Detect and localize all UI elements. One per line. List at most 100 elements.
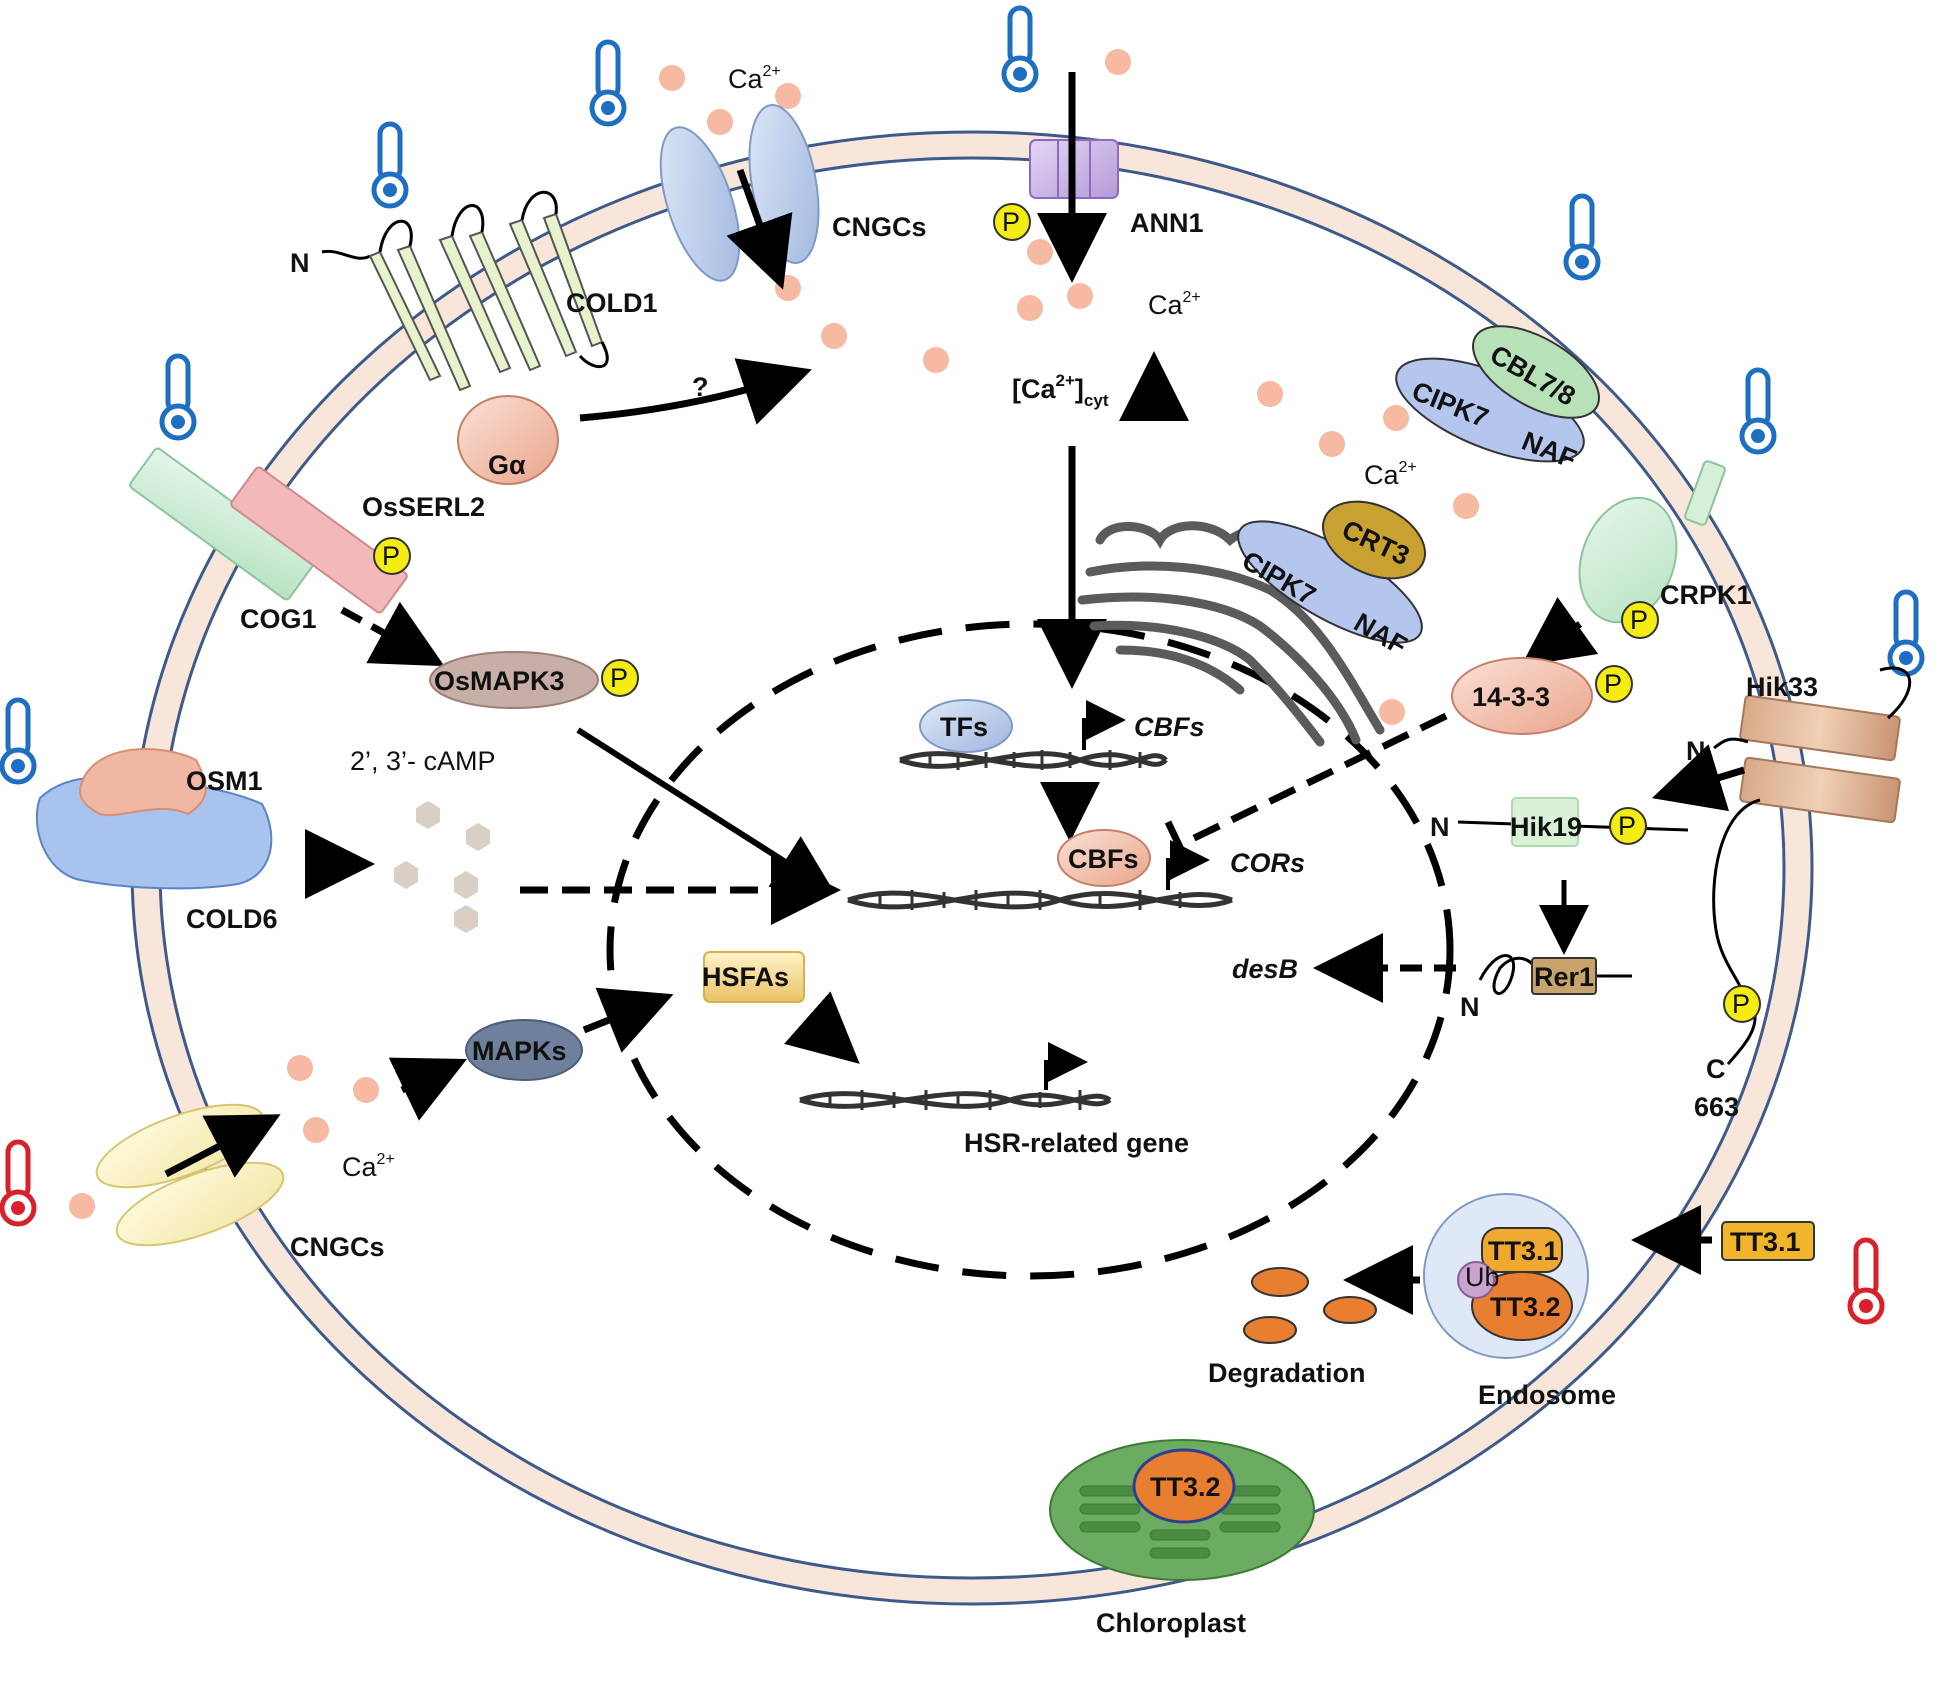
rer1-protein: Rer1 <box>1478 954 1632 995</box>
thermometer-cold-icon <box>589 39 627 127</box>
hik19-protein: Hik19 <box>1457 797 1689 847</box>
ubiquitin-tag: Ub <box>1457 1261 1500 1299</box>
ca-label-top: Ca2+ <box>728 63 781 94</box>
arrow-hsfas-to-gene <box>784 991 860 1064</box>
ca-cyt-label: [Ca2+]cyt <box>1012 351 1189 421</box>
cors-gene-label: CORs <box>1230 848 1305 878</box>
osserl2-label: OsSERL2 <box>362 492 485 522</box>
thermometer-cold-icon <box>0 697 37 785</box>
endosome-label: Endosome <box>1478 1380 1616 1410</box>
camp-label: 2’, 3’- cAMP <box>350 746 496 776</box>
thermometer-cold-icon <box>1563 193 1601 281</box>
thermometer-cold-icon <box>1739 367 1777 455</box>
svg-text:HSFAs: HSFAs <box>702 962 789 992</box>
endoplasmic-reticulum <box>1077 521 1385 747</box>
svg-text:Hik19: Hik19 <box>1510 812 1582 842</box>
svg-text:P: P <box>1630 605 1648 635</box>
arrow-galpha-to-ca <box>579 358 812 425</box>
n-label-hik33: N <box>1686 736 1706 766</box>
question-label: ? <box>692 372 709 402</box>
mapks-protein: MAPKs <box>465 1019 583 1081</box>
tt31-protein-cytosol: TT3.1 <box>1721 1221 1815 1261</box>
ann1-protein <box>1029 72 1119 283</box>
crpk1-label: CRPK1 <box>1660 580 1752 610</box>
tt31-protein-endosome: TT3.1 <box>1481 1227 1563 1273</box>
nucleus-boundary <box>606 620 1454 1280</box>
svg-text:CBFs: CBFs <box>1068 844 1139 874</box>
arrow-cog1-to-osmapk3 <box>340 601 445 667</box>
chloroplast-label: Chloroplast <box>1096 1608 1246 1638</box>
crt3-protein: CRT3 <box>1321 500 1427 580</box>
svg-text:P: P <box>382 541 400 571</box>
n-label-hik19: N <box>1430 812 1450 842</box>
svg-text:[Ca2+]cyt: [Ca2+]cyt <box>1012 371 1109 410</box>
arrow-hik33-to-hik19 <box>1651 744 1746 812</box>
dna-cors-promoter <box>847 890 1233 910</box>
cbfs-protein: CBFs <box>1057 829 1151 887</box>
svg-text:TT3.1: TT3.1 <box>1488 1236 1559 1266</box>
ca-label-right: Ca2+ <box>1364 459 1417 490</box>
svg-text:P: P <box>1618 811 1636 841</box>
svg-text:14-3-3: 14-3-3 <box>1472 682 1550 712</box>
svg-text:Gα: Gα <box>488 450 526 480</box>
svg-text:TT3.1: TT3.1 <box>1730 1227 1801 1257</box>
thermometer-heat-icon <box>0 1139 37 1227</box>
degradation-fragments <box>1243 1267 1377 1344</box>
phospho-badge-crpk1: P <box>1621 601 1659 639</box>
cngcs-label-bottom: CNGCs <box>290 1232 385 1262</box>
cold1-protein <box>321 190 609 392</box>
svg-text:P: P <box>1604 669 1622 699</box>
thermometer-heat-icon <box>1847 1237 1885 1325</box>
svg-text:TT3.2: TT3.2 <box>1150 1472 1221 1502</box>
arrow-crpk1-to-1433 <box>1520 597 1599 667</box>
calcium-ions <box>69 49 1479 1219</box>
protein-14-3-3: 14-3-3 <box>1451 657 1593 735</box>
cngcs-label-top: CNGCs <box>832 212 927 242</box>
osm1-label: OSM1 <box>186 766 263 796</box>
osm1-cold6-complex <box>35 748 273 890</box>
thermometer-cold-icon <box>1001 5 1039 93</box>
svg-text:OsMAPK3: OsMAPK3 <box>434 666 565 696</box>
svg-text:Ub: Ub <box>1465 1262 1500 1292</box>
ca-label-mid: Ca2+ <box>1148 289 1201 320</box>
dna-cbfs-promoter <box>899 750 1168 770</box>
svg-text:P: P <box>1002 207 1020 237</box>
cog1-osserl2-complex <box>129 447 408 614</box>
thermometer-cold-icon <box>371 121 409 209</box>
phospho-badge-hik19: P <box>1609 807 1647 845</box>
tfs-protein: TFs <box>919 699 1013 753</box>
arrow-ca-to-mapks <box>388 1057 467 1121</box>
ann1-label: ANN1 <box>1130 208 1204 238</box>
phospho-badge-ann1: P <box>993 203 1031 241</box>
hsfas-protein: HSFAs <box>702 951 805 1003</box>
svg-text:P: P <box>1732 989 1750 1019</box>
desb-gene-label: desB <box>1232 954 1298 984</box>
svg-text:P: P <box>610 663 628 693</box>
residue-663-label: 663 <box>1694 1092 1739 1122</box>
camp-molecules <box>394 801 490 933</box>
svg-text:Rer1: Rer1 <box>1534 962 1594 992</box>
thermometer-cold-icon <box>159 353 197 441</box>
osmapk3-protein: OsMAPK3 <box>429 651 599 709</box>
cold1-label: COLD1 <box>566 288 658 318</box>
phospho-badge-1433: P <box>1595 665 1633 703</box>
thermometer-cold-icon <box>1887 589 1925 677</box>
crpk1-protein <box>1578 460 1726 624</box>
hik33-label: Hik33 <box>1746 672 1818 702</box>
degradation-label: Degradation <box>1208 1358 1366 1388</box>
dna-hsr-gene <box>799 1090 1112 1110</box>
cipk7-naf-complex-top: CIPK7 NAF <box>1395 357 1585 474</box>
cog1-label: COG1 <box>240 604 317 634</box>
promoter-arrow-cors <box>1166 840 1210 890</box>
promoter-arrow-hsr <box>1044 1042 1088 1090</box>
cold6-label: COLD6 <box>186 904 278 934</box>
n-label-rer1: N <box>1460 992 1480 1022</box>
hsr-gene-label: HSR-related gene <box>964 1128 1189 1158</box>
arrow-mapks-to-hsfas <box>582 987 674 1053</box>
ca-label-bottom: Ca2+ <box>342 1151 395 1182</box>
svg-text:TT3.2: TT3.2 <box>1490 1292 1561 1322</box>
g-alpha-protein: Gα <box>457 395 559 485</box>
tt32-protein-chloroplast: TT3.2 <box>1132 1448 1236 1524</box>
svg-text:TFs: TFs <box>940 712 988 742</box>
